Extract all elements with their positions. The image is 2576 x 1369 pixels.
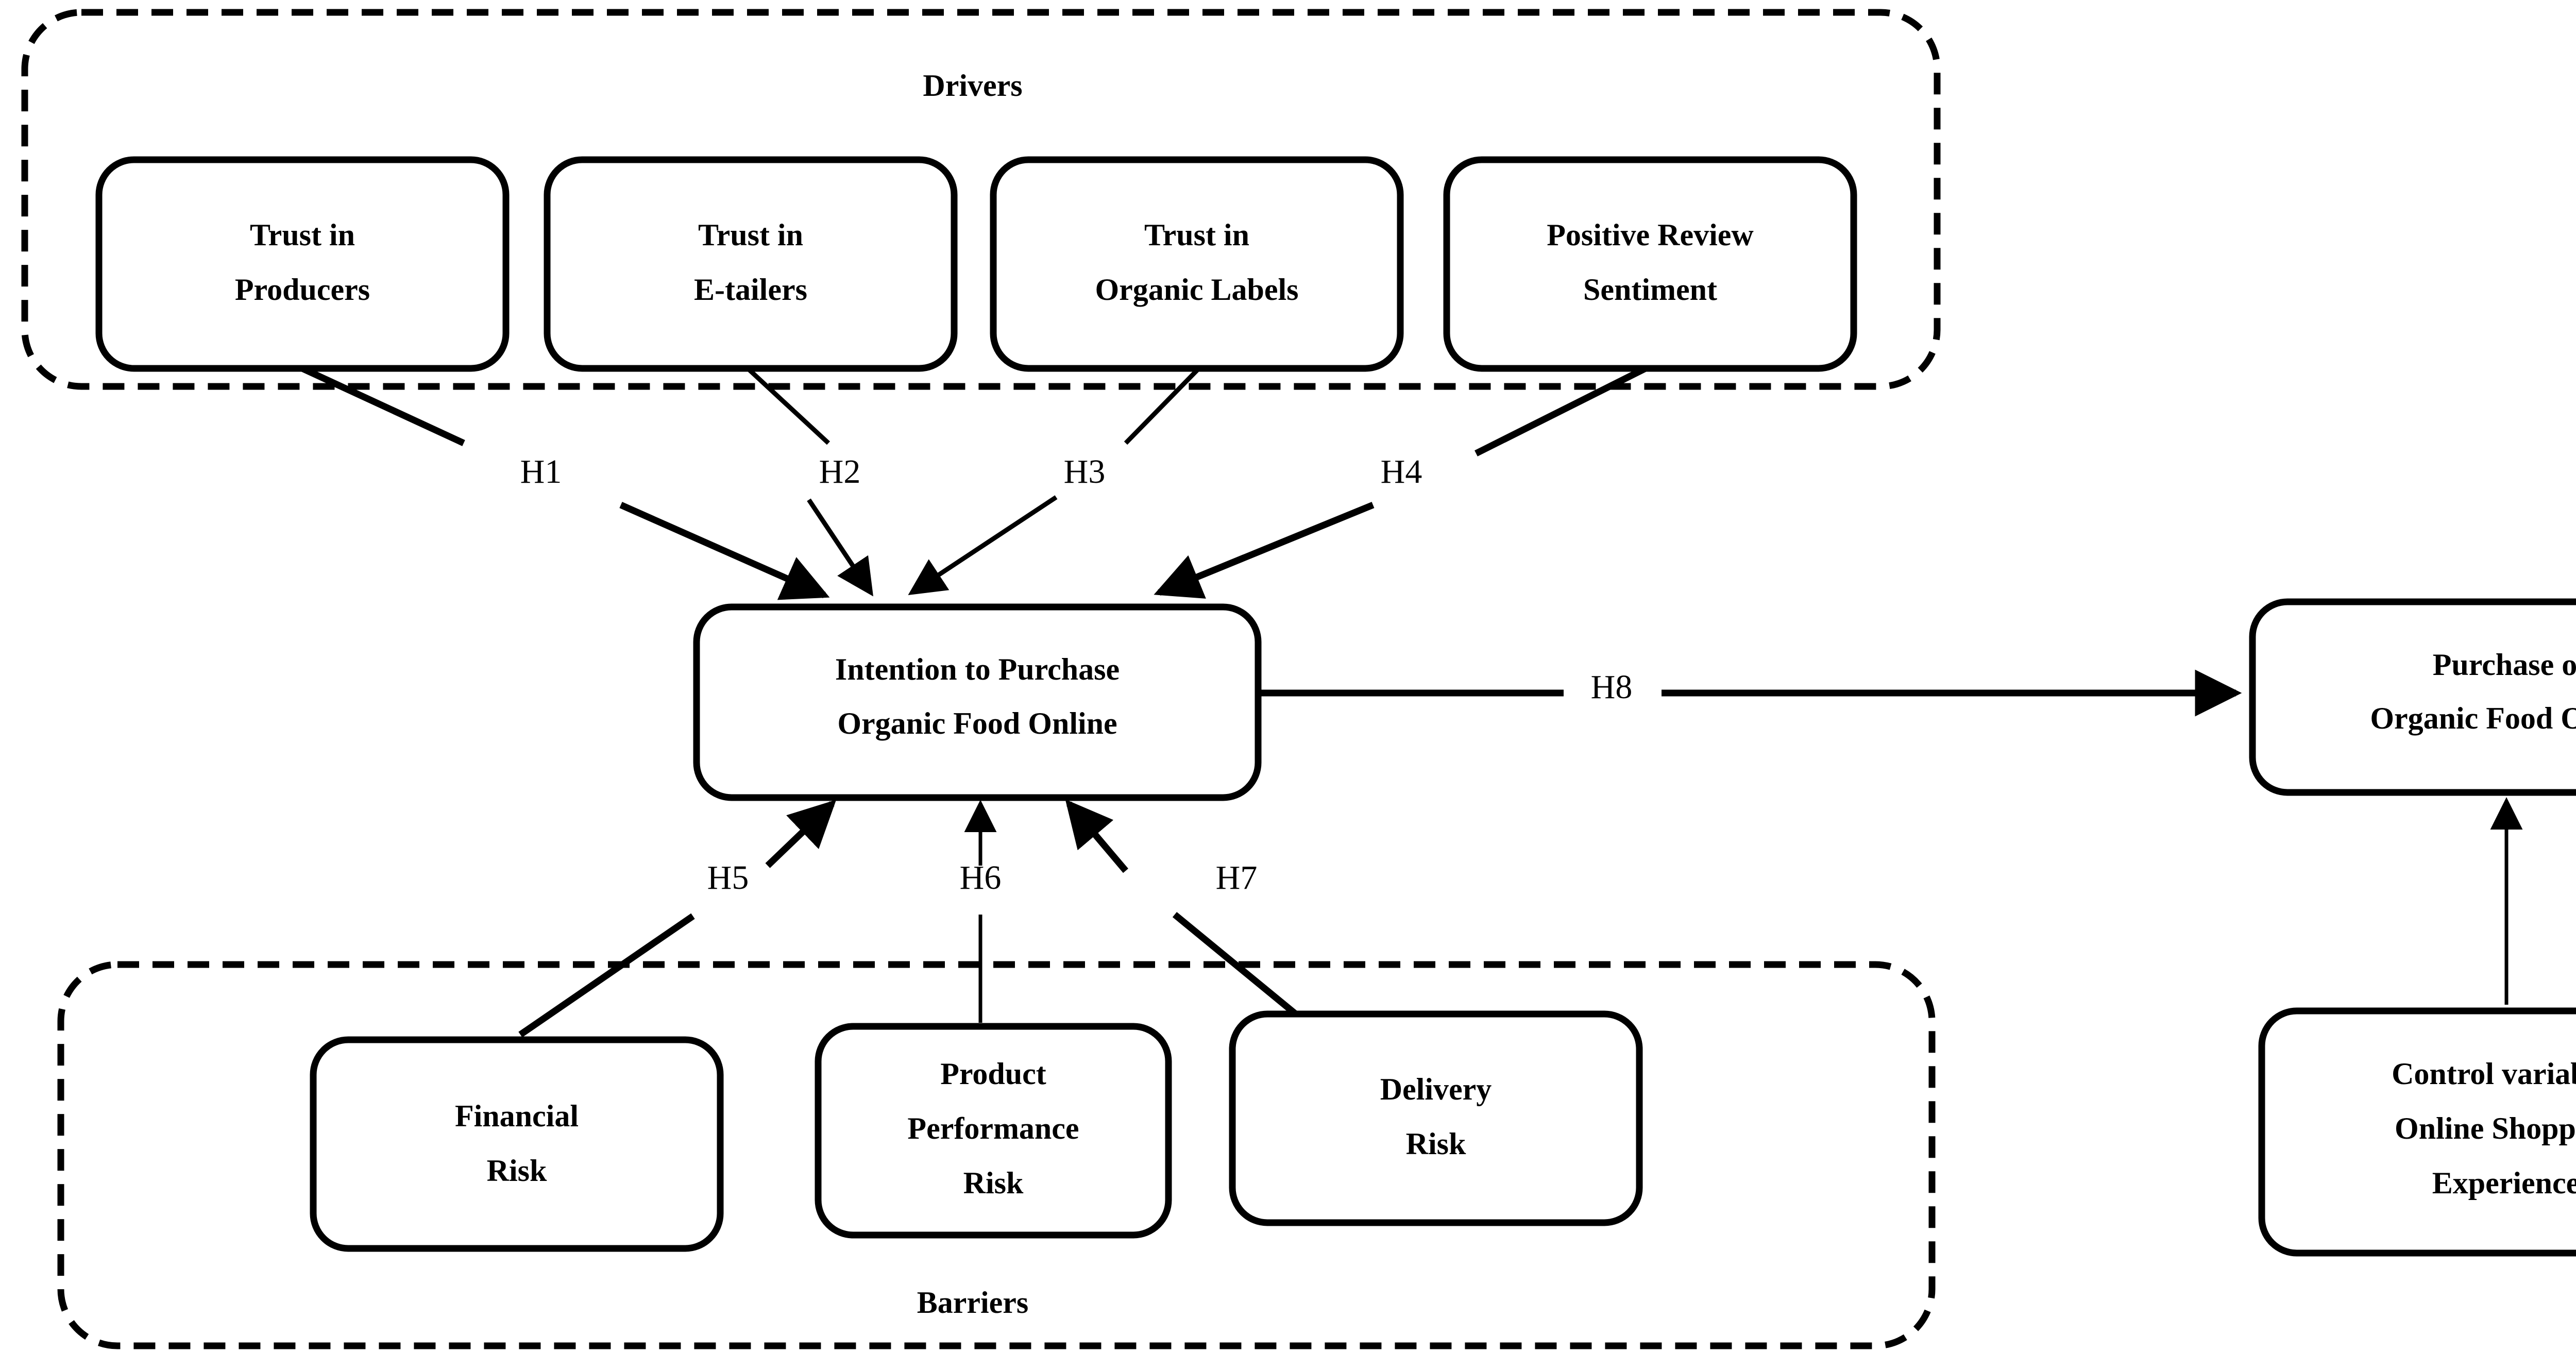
- group-barriers-container: [57, 961, 1936, 1349]
- edge-label-h2: H2: [819, 453, 861, 491]
- node-trust-etailers-label-line-2: E-tailers: [694, 273, 807, 307]
- edge-label-h6: H6: [960, 859, 1002, 897]
- node-purchase-label-line-1: Purchase of: [2433, 648, 2576, 682]
- node-intention-label-line-1: Intention to Purchase: [835, 652, 1120, 686]
- node-financial-risk-label-line-2: Risk: [487, 1154, 547, 1188]
- node-control-variable-label-line-3: Experience: [2432, 1166, 2576, 1200]
- edge-h1-segment-lower: [619, 502, 830, 600]
- edge-h5-segment-upper: [765, 800, 837, 868]
- node-trust-organic-labels-label-line-2: Organic Labels: [1095, 273, 1298, 307]
- node-intention-label-line-2: Organic Food Online: [837, 706, 1117, 740]
- node-trust-organic-labels-label-line-1: Trust in: [1144, 218, 1249, 252]
- node-product-performance-risk-label-line-2: Performance: [907, 1111, 1079, 1145]
- node-delivery-risk-label-line-1: Delivery: [1380, 1072, 1492, 1106]
- node-trust-producers-label-line-2: Producers: [235, 273, 370, 307]
- node-trust-producers-label-line-1: Trust in: [250, 218, 355, 252]
- edge-h3-segment-lower: [908, 495, 1058, 595]
- node-purchase-box[interactable]: [2249, 598, 2576, 796]
- edge-h7-segment-upper: [1065, 799, 1128, 873]
- node-trust-etailers-box[interactable]: [544, 156, 958, 372]
- node-financial-risk-box[interactable]: [310, 1036, 724, 1252]
- edge-h3-segment-upper: [1124, 365, 1202, 445]
- node-purchase-label-line-2: Organic Food Online: [2370, 701, 2576, 735]
- edge-h2-segment-upper: [744, 365, 831, 445]
- edge-h5-segment-lower: [518, 913, 695, 1038]
- node-positive-review-box[interactable]: [1443, 156, 1857, 372]
- edge-label-h8: H8: [1591, 668, 1633, 706]
- node-financial-risk-label-line-1: Financial: [455, 1099, 579, 1133]
- node-trust-producers-box[interactable]: [95, 156, 510, 372]
- node-product-performance-risk-label-line-3: Risk: [963, 1166, 1024, 1200]
- edge-h4-segment-lower: [1154, 501, 1375, 599]
- edge-label-h4: H4: [1381, 453, 1422, 491]
- edge-label-h3: H3: [1064, 453, 1106, 491]
- edge-label-h7: H7: [1216, 859, 1258, 897]
- node-intention-box[interactable]: [693, 603, 1262, 801]
- node-positive-review-label-line-1: Positive Review: [1547, 218, 1754, 252]
- edge-h1-segment-upper: [297, 364, 465, 446]
- node-product-performance-risk-box[interactable]: [815, 1023, 1172, 1239]
- node-product-performance-risk-label-line-1: Product: [940, 1057, 1046, 1091]
- edge-h7-segment-lower: [1172, 911, 1298, 1017]
- node-delivery-risk-box[interactable]: [1229, 1010, 1643, 1226]
- node-delivery-risk-label-line-2: Risk: [1406, 1127, 1466, 1161]
- edge-label-h5: H5: [707, 859, 749, 897]
- node-positive-review-label-line-2: Sentiment: [1583, 273, 1717, 307]
- group-drivers-container: [21, 9, 1941, 390]
- node-control-variable-box[interactable]: [2258, 1007, 2576, 1257]
- edge-h2-segment-lower: [807, 498, 873, 597]
- group-drivers-label: Drivers: [923, 69, 1022, 103]
- edge-h4-segment-upper: [1475, 364, 1650, 457]
- edge-label-h1: H1: [520, 453, 562, 491]
- node-trust-etailers-label-line-1: Trust in: [698, 218, 803, 252]
- node-control-variable-label-line-2: Online Shopping: [2395, 1111, 2576, 1145]
- node-control-variable-label-line-1: Control variable:: [2392, 1057, 2576, 1091]
- node-trust-organic-labels-box[interactable]: [990, 156, 1404, 372]
- group-barriers-label: Barriers: [917, 1286, 1029, 1320]
